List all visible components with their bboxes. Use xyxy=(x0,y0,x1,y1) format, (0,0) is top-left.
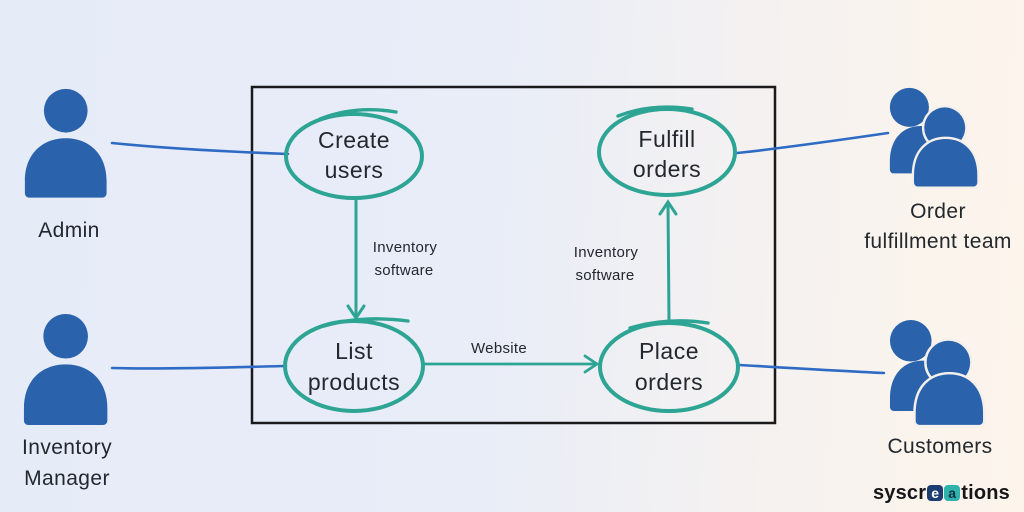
ellipse-list-products xyxy=(283,319,425,413)
use-case-fulfill-orders xyxy=(597,105,737,197)
flow-label-inventory-software-right-line2: software xyxy=(575,267,634,284)
flow-label-inventory-software-left-line2: software xyxy=(374,262,433,279)
ellipse-create-users xyxy=(284,112,424,200)
order-fulfillment-team-label-line1: Order xyxy=(910,200,966,223)
flow-label-inventory-software-left-line1: Inventory xyxy=(373,239,438,256)
order-fulfillment-team-people-icon xyxy=(889,87,980,189)
back-person-head xyxy=(889,87,929,127)
order-fulfillment-team-label-line2: fulfillment team xyxy=(864,230,1012,253)
system-boundary-box xyxy=(250,85,777,425)
list-products-label-line2: products xyxy=(308,369,400,395)
flow-label-inventory-software-right-line1: Inventory xyxy=(574,244,639,261)
use-case-create-users xyxy=(284,107,424,200)
arrowhead-up xyxy=(658,199,678,216)
list-products-label-line1: List xyxy=(335,338,373,364)
arrowhead-right xyxy=(583,354,600,374)
arrow-place-orders-to-fulfill-orders xyxy=(666,203,671,322)
association-place-orders-customers xyxy=(738,363,886,375)
use-case-list-products xyxy=(283,317,425,413)
back-person-head xyxy=(889,319,932,362)
logo-a-tile: a xyxy=(944,484,961,501)
admin-label: Admin xyxy=(38,219,100,242)
association-inventory-manager-list-products xyxy=(110,364,288,370)
logo-e-tile: e xyxy=(927,484,944,501)
front-person xyxy=(913,338,986,428)
ellipse-place-orders xyxy=(598,321,740,413)
sketch-stroke xyxy=(322,317,410,328)
create-users-label-line1: Create xyxy=(318,127,390,153)
arrowhead-down xyxy=(346,304,366,321)
inventory-manager-label-line1: Inventory xyxy=(22,436,112,459)
logo-text-prefix: syscr xyxy=(872,482,927,504)
place-orders-label-line2: orders xyxy=(635,369,703,395)
flow-label-website: Website xyxy=(471,340,527,357)
sketch-stroke xyxy=(318,107,398,121)
fulfill-orders-label-line2: orders xyxy=(633,156,701,182)
use-case-place-orders xyxy=(598,319,740,413)
association-admin-create-users xyxy=(110,141,290,156)
customers-label: Customers xyxy=(887,435,992,458)
sketch-stroke xyxy=(616,105,694,118)
customers-people-icon xyxy=(889,319,986,428)
inventory-manager-label-line2: Manager xyxy=(24,467,110,490)
fulfill-orders-label-line1: Fulfill xyxy=(638,126,695,152)
create-users-label-line2: users xyxy=(325,157,384,183)
sketch-stroke xyxy=(628,319,710,330)
front-person xyxy=(911,105,980,189)
ellipse-fulfill-orders xyxy=(597,107,737,197)
inventory-manager-person-icon xyxy=(23,313,108,426)
association-fulfill-orders-team xyxy=(735,131,890,155)
logo-text-suffix: tions xyxy=(961,482,1010,504)
admin-person-icon xyxy=(24,88,107,198)
place-orders-label-line1: Place xyxy=(639,338,699,364)
